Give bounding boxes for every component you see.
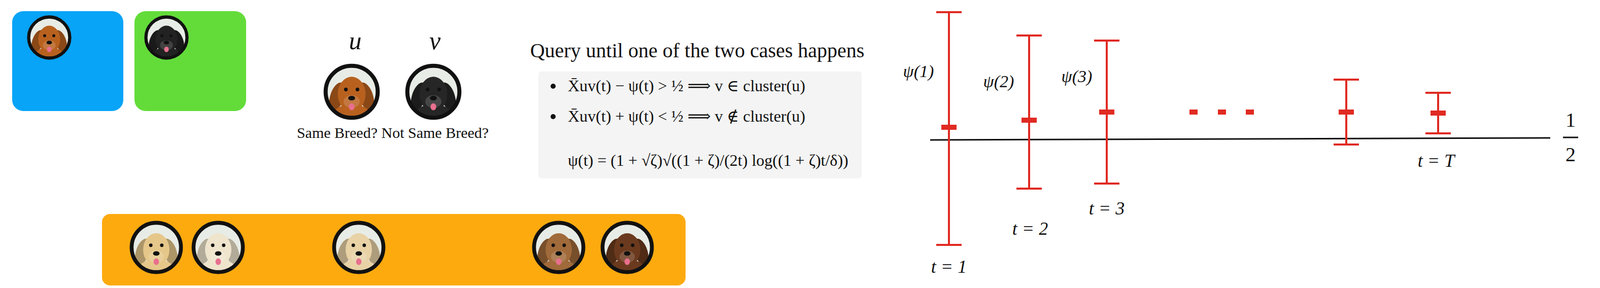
dog-icon xyxy=(333,222,384,276)
interval-label: ψ(3) xyxy=(1061,66,1093,88)
dog-icon xyxy=(131,222,181,276)
time-label: t = T xyxy=(1417,150,1455,173)
variable-label: u xyxy=(349,25,362,56)
threshold-line xyxy=(930,138,1551,141)
heading-text: Query until one of the two cases happens xyxy=(530,38,865,63)
dog-icon xyxy=(602,222,652,276)
cluster-box xyxy=(134,11,247,112)
formula-panel: X̄uv(t) − ψ(t) > ½ ⟹ v ∈ cluster(u) X̄uv(… xyxy=(538,71,862,179)
fraction-denominator: 2 xyxy=(1565,142,1576,167)
dog-icon xyxy=(407,65,460,121)
time-label: t = 1 xyxy=(931,256,967,279)
fraction-numerator: 1 xyxy=(1565,108,1576,133)
cluster-box xyxy=(12,11,124,112)
bullet-condition: X̄uv(t) + ψ(t) < ½ ⟹ v ∉ cluster(u) xyxy=(567,106,806,128)
bullet-condition: X̄uv(t) − ψ(t) > ½ ⟹ v ∈ cluster(u) xyxy=(567,75,806,97)
bullet-dot xyxy=(550,83,556,89)
cluster-band xyxy=(101,214,686,286)
time-label: t = 3 xyxy=(1088,197,1125,220)
error-bars xyxy=(936,12,1451,246)
fraction-bar xyxy=(1562,137,1579,139)
mean-markers xyxy=(941,109,1446,130)
question-text: Same Breed? Not Same Breed? xyxy=(296,123,489,143)
dog-icon xyxy=(146,17,188,61)
interval-label: ψ(1) xyxy=(903,61,935,83)
dog-icon xyxy=(325,65,379,121)
bullet-dot xyxy=(550,114,556,120)
formula-text: ψ(t) = (1 + √ζ)√((1 + ζ)/(2t) log((1 + ζ… xyxy=(567,150,849,172)
interval-label: ψ(2) xyxy=(983,71,1015,93)
dog-icon xyxy=(193,222,243,276)
dog-icon xyxy=(28,17,71,61)
time-label: t = 2 xyxy=(1012,218,1048,241)
dog-icon xyxy=(533,222,584,276)
variable-label: v xyxy=(429,25,441,56)
